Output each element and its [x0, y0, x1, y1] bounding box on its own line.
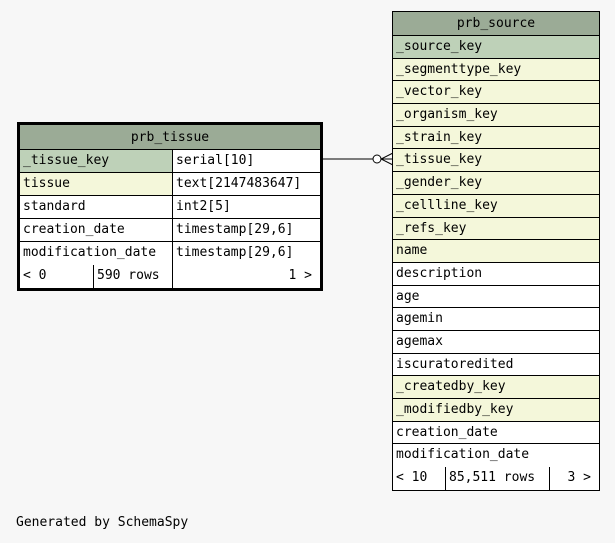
column-name: _source_key	[393, 36, 599, 58]
column-name: agemax	[393, 330, 599, 353]
column-name: creation_date	[20, 219, 172, 241]
column-name: name	[393, 240, 599, 262]
column-name: _segmenttype_key	[393, 58, 599, 81]
crowfoot-lower	[380, 158, 394, 166]
column-row[interactable]: _tissue_key	[393, 149, 599, 173]
column-type: text[2147483647]	[172, 173, 320, 195]
column-name: _modifiedby_key	[393, 399, 599, 421]
column-row[interactable]: _cellline_key	[393, 194, 599, 218]
column-row[interactable]: modification_date	[393, 444, 599, 468]
column-name: _organism_key	[393, 104, 599, 126]
column-row[interactable]: name	[393, 240, 599, 263]
column-row[interactable]: _source_key	[393, 36, 599, 59]
column-row[interactable]: agemax	[393, 330, 599, 354]
column-name: _tissue_key	[393, 149, 599, 172]
column-row[interactable]: _createdby_key	[393, 376, 599, 399]
column-name: creation_date	[393, 421, 599, 444]
generated-by-note: Generated by SchemaSpy	[16, 515, 189, 530]
table-footer: < 0 590 rows 1 >	[20, 265, 320, 288]
column-type: int2[5]	[172, 196, 320, 218]
column-name: modification_date	[393, 444, 599, 468]
column-row[interactable]: _strain_key	[393, 126, 599, 150]
table-footer: < 10 85,511 rows 3 >	[393, 467, 599, 490]
column-name: tissue	[20, 173, 172, 195]
column-name: description	[393, 262, 599, 285]
column-type: timestamp[29,6]	[172, 242, 320, 265]
column-name: standard	[20, 196, 172, 218]
table-title[interactable]: prb_tissue	[20, 125, 320, 150]
column-name: _createdby_key	[393, 376, 599, 398]
column-name: _tissue_key	[20, 150, 172, 172]
column-type: timestamp[29,6]	[172, 219, 320, 241]
column-row[interactable]: age	[393, 285, 599, 309]
table-columns: _source_key_segmenttype_key_vector_key_o…	[393, 36, 599, 468]
column-name: iscuratoredited	[393, 353, 599, 376]
column-name: _vector_key	[393, 81, 599, 104]
column-row[interactable]: description	[393, 262, 599, 286]
column-name: _refs_key	[393, 217, 599, 240]
column-name: _strain_key	[393, 126, 599, 149]
column-row[interactable]: agemin	[393, 308, 599, 331]
column-row[interactable]: _vector_key	[393, 81, 599, 105]
crowfoot-upper	[380, 152, 394, 160]
column-name: agemin	[393, 308, 599, 330]
children-link[interactable]: 3 >	[549, 467, 599, 490]
column-name: modification_date	[20, 242, 172, 265]
column-row[interactable]: iscuratoredited	[393, 353, 599, 377]
table-prb-source[interactable]: prb_source _source_key_segmenttype_key_v…	[392, 11, 600, 491]
parents-link[interactable]: < 10	[396, 470, 428, 486]
column-name: _gender_key	[393, 172, 599, 194]
children-link[interactable]: 1 >	[172, 265, 320, 288]
column-name: age	[393, 285, 599, 308]
column-row[interactable]: creation_date	[393, 421, 599, 445]
row-count: 590 rows	[93, 265, 172, 288]
row-count: 85,511 rows	[445, 467, 549, 490]
column-type: serial[10]	[172, 150, 320, 172]
parents-link[interactable]: < 0	[23, 268, 47, 283]
column-row[interactable]: _segmenttype_key	[393, 58, 599, 82]
column-row[interactable]: _gender_key	[393, 172, 599, 195]
column-row[interactable]: _refs_key	[393, 217, 599, 241]
column-name: _cellline_key	[393, 194, 599, 217]
optional-circle-marker	[372, 154, 382, 164]
table-title[interactable]: prb_source	[393, 12, 599, 36]
column-row[interactable]: _modifiedby_key	[393, 399, 599, 422]
column-row[interactable]: _organism_key	[393, 104, 599, 127]
